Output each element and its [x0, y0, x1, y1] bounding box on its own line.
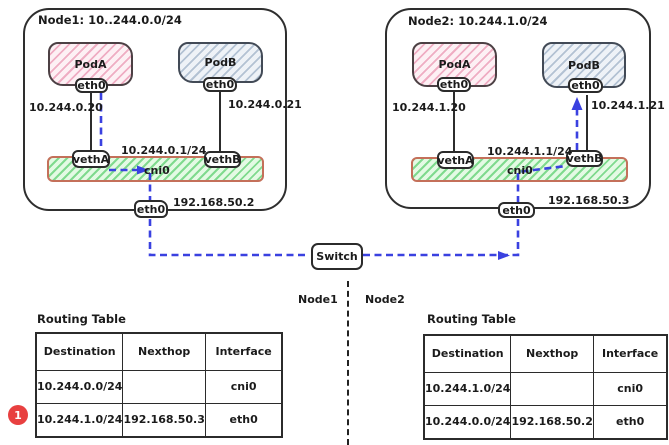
node1-routing-table: Destination Nexthop Interface 10.244.0.0… [35, 332, 284, 438]
cell-destination: 10.244.0.0/24 [423, 404, 512, 440]
node2-pod-b-ip: 10.244.1.21 [591, 99, 665, 112]
node1-pod-a-label: PodA [74, 57, 107, 71]
node2-veth-a-label: vethA [437, 153, 474, 167]
node2-bridge-gateway: 10.244.1.1/24 [487, 145, 573, 158]
node1-pod-a-eth0: eth0 [75, 78, 108, 93]
node1-veth-b: vethB [204, 151, 241, 168]
node1-host-eth0-label: eth0 [136, 202, 166, 216]
node2-pod-b-eth0: eth0 [568, 78, 603, 93]
node1-bridge-gateway: 10.244.0.1/24 [121, 144, 207, 157]
node2-veth-b-label: vethB [566, 152, 603, 165]
node1-veth-a-label: vethA [72, 152, 110, 166]
node2-veth-a: vethA [437, 151, 474, 169]
divider-node1-label: Node1 [298, 293, 338, 306]
node2-host-eth0-label: eth0 [502, 203, 531, 217]
node2-pod-b-label: PodB [568, 58, 600, 72]
divider-node2-label: Node2 [365, 293, 405, 306]
table-row: 10.244.1.0/24 192.168.50.3 eth0 [35, 402, 283, 438]
arrow-right-into-cni0-icon [137, 165, 149, 175]
node1-pod-a-ip: 10.244.0.20 [29, 101, 103, 114]
node1-pod-b-ip: 10.244.0.21 [228, 98, 302, 111]
header-destination: Destination [35, 332, 124, 371]
arrow-right-to-node2-icon [498, 251, 510, 260]
table-row: 10.244.0.0/24 192.168.50.2 eth0 [423, 404, 668, 440]
node2-veth-b: vethB [566, 150, 603, 167]
node1-host-eth0: eth0 [134, 200, 168, 218]
node2-pod-a-label: PodA [438, 58, 471, 71]
switch-label: Switch [316, 250, 358, 263]
node2-pod-a-eth0: eth0 [437, 77, 471, 92]
cell-nexthop: 192.168.50.3 [122, 402, 206, 438]
switch-box: Switch [311, 243, 363, 270]
node1-pod-b-eth0-label: eth0 [205, 78, 235, 91]
node2-pod-b-eth0-label: eth0 [571, 79, 600, 92]
node1-pod-b-eth0: eth0 [203, 77, 237, 92]
cell-interface: eth0 [592, 404, 668, 440]
node2-pod-a-ip: 10.244.1.20 [392, 101, 466, 114]
cell-nexthop: 192.168.50.2 [510, 404, 594, 440]
flow-switch-to-node2-cni0 [363, 164, 567, 257]
node1-host-ip: 192.168.50.2 [173, 196, 255, 209]
node-zone-divider [347, 281, 349, 445]
node1-pod-a-eth0-label: eth0 [77, 79, 106, 92]
node1-veth-a: vethA [72, 150, 110, 168]
node2-routing-table-title: Routing Table [427, 312, 516, 326]
node1-veth-b-label: vethB [204, 153, 241, 166]
cell-destination: 10.244.1.0/24 [423, 371, 512, 406]
cell-destination: 10.244.0.0/24 [35, 369, 124, 404]
node2-title: Node2: 10.244.1.0/24 [408, 14, 548, 28]
header-interface: Interface [204, 332, 283, 371]
node1-title: Node1: 10..244.0.0/24 [38, 13, 182, 27]
node2-routing-table: Destination Nexthop Interface 10.244.1.0… [423, 334, 669, 440]
node2-host-eth0: eth0 [498, 202, 535, 218]
node2-pod-a-eth0-label: eth0 [439, 78, 469, 91]
node1-pod-b-label: PodB [204, 56, 237, 69]
table-row: 10.244.1.0/24 cni0 [423, 371, 668, 406]
cell-destination: 10.244.1.0/24 [35, 402, 124, 438]
cell-nexthop [122, 369, 206, 404]
cell-interface: cni0 [204, 369, 283, 404]
node1-routing-table-title: Routing Table [37, 312, 126, 326]
node2-host-ip: 192.168.50.3 [548, 194, 630, 207]
cell-interface: cni0 [592, 371, 668, 406]
step-1-badge: 1 [8, 405, 28, 425]
node2-bridge-name: cni0 [507, 164, 533, 177]
arrow-up-into-podb-icon [571, 97, 583, 110]
header-destination: Destination [423, 334, 512, 373]
node1-bridge-name: cni0 [144, 164, 170, 177]
cell-interface: eth0 [204, 402, 283, 438]
node2-pod-b: PodB [542, 42, 626, 88]
table-row: 10.244.0.0/24 cni0 [35, 369, 283, 404]
flow-node1-cni0-to-switch [148, 173, 309, 257]
